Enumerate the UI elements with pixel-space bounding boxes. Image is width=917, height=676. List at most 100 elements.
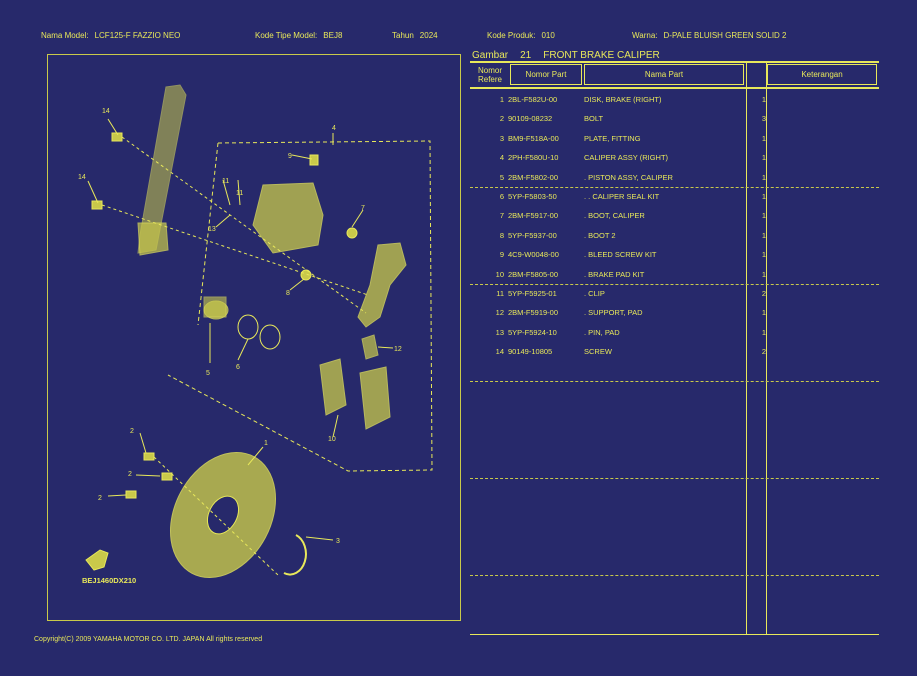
ref-cell: 9 [499, 250, 504, 260]
qty-column-rule-left [746, 63, 747, 635]
part-name-cell: . SUPPORT, PAD [584, 308, 643, 318]
part-name-cell: BOLT [584, 114, 604, 124]
quantity-cell: 1 [761, 211, 766, 221]
table-row[interactable]: 14 90149-10805 SCREW 2 [470, 342, 879, 361]
part-name-cell: CALIPER ASSY (RIGHT) [584, 153, 669, 163]
callout-label: 1 [264, 440, 268, 447]
header-part-no: Nomor Part [525, 70, 567, 79]
callout-label: 2 [98, 495, 102, 502]
callout-label: 11 [236, 190, 243, 197]
part-number-cell: 4C9-W0048-00 [508, 250, 559, 260]
quantity-cell: 1 [761, 172, 766, 182]
callout-label: 3 [336, 538, 340, 545]
diagram-drawing: 14 14 4 9 11 11 13 7 8 5 6 12 10 2 2 2 1… [78, 84, 433, 585]
callout-label: 5 [206, 370, 210, 377]
callout-label: 8 [286, 290, 290, 297]
part-number-cell: 90149-10805 [508, 347, 553, 357]
callout-label: 10 [328, 436, 336, 443]
ref-cell: 1 [499, 95, 504, 104]
part-number-cell: 2BM-F5802-00 [508, 172, 559, 182]
quantity-cell: 1 [761, 308, 766, 318]
quantity-cell: 1 [761, 250, 766, 260]
product-code: Kode Produk:010 [487, 31, 555, 40]
ref-cell: 7 [499, 211, 504, 221]
part-number-cell: 5YP-F5937-00 [508, 230, 557, 240]
model-type-code: Kode Tipe Model:BEJ8 [255, 31, 343, 40]
part-number-cell: 5YP-F5803-50 [508, 192, 557, 201]
callout-label: 11 [222, 178, 229, 185]
part-number-cell: 5YP-F5924-10 [508, 327, 557, 337]
callout-label: 13 [208, 226, 216, 233]
part-name-cell: . BRAKE PAD KIT [584, 269, 645, 279]
table-row[interactable]: 11 5YP-F5925-01 . CLIP 2 [470, 284, 879, 303]
part-name-cell: SCREW [584, 347, 612, 357]
quantity-cell: 1 [761, 153, 766, 163]
quantity-cell: 3 [761, 114, 766, 124]
row-group-divider [470, 187, 879, 188]
parts-table: Nomor Refere Nomor Part Nama Part Ketera… [470, 61, 879, 635]
header-part-name: Nama Part [644, 70, 684, 79]
color-name: Warna:D-PALE BLUISH GREEN SOLID 2 [632, 31, 787, 40]
row-group-divider [470, 575, 879, 576]
table-row[interactable]: 4 2PH-F580U-10 CALIPER ASSY (RIGHT) 1 [470, 148, 879, 167]
callout-label: 6 [236, 364, 240, 371]
part-name-cell: . CLIP [584, 289, 605, 298]
header-note-box [767, 64, 877, 85]
ref-cell: 12 [495, 308, 504, 318]
callout-label: 2 [130, 428, 134, 435]
part-number-cell: 2BM-F5919-00 [508, 308, 559, 318]
part-number-cell: 2BL-F582U-00 [508, 95, 558, 104]
row-group-divider [470, 478, 879, 479]
callout-label: 14 [102, 108, 110, 115]
ref-cell: 3 [499, 133, 504, 143]
header-part-name-box [584, 64, 744, 85]
table-row[interactable]: 7 2BM-F5917-00 . BOOT, CALIPER 1 [470, 206, 879, 225]
part-name-cell: . BOOT, CALIPER [584, 211, 645, 221]
quantity-cell: 2 [761, 289, 766, 298]
row-group-divider [470, 284, 879, 285]
callout-label: 2 [128, 471, 132, 478]
figure-label: Gambar [472, 50, 509, 61]
model-name: Nama Model:LCF125-F FAZZIO NEO [41, 31, 181, 40]
ref-cell: 4 [499, 153, 504, 163]
callout-label: 9 [288, 153, 292, 160]
part-name-cell: . BLEED SCREW KIT [584, 250, 657, 260]
table-row[interactable]: 12 2BM-F5919-00 . SUPPORT, PAD 1 [470, 303, 879, 322]
part-name-cell: PLATE, FITTING [584, 133, 641, 143]
header-qty [747, 64, 765, 85]
diagram-code: BEJ1460DX210 [82, 576, 136, 585]
part-number-cell: 5YP-F5925-01 [508, 289, 557, 298]
callout-labels: 14 14 4 9 11 11 13 7 8 5 6 12 10 2 2 2 1… [78, 108, 402, 585]
callout-label: 7 [361, 205, 365, 212]
header-note: Keterangan [801, 70, 843, 79]
ref-cell: 5 [499, 172, 504, 182]
part-number-cell: 2PH-F580U-10 [508, 153, 559, 163]
quantity-cell: 1 [761, 133, 766, 143]
ref-cell: 11 [496, 289, 504, 298]
ref-cell: 14 [495, 347, 504, 357]
part-name-cell: . BOOT 2 [584, 230, 616, 240]
ref-cell: 10 [495, 269, 504, 279]
quantity-cell: 1 [761, 327, 766, 337]
callout-label: 14 [78, 174, 86, 181]
table-row[interactable]: 9 4C9-W0048-00 . BLEED SCREW KIT 1 [470, 245, 879, 264]
quantity-cell: 1 [761, 95, 766, 104]
qty-column-rule-right [766, 63, 767, 635]
quantity-cell: 2 [761, 347, 766, 357]
part-number-cell: 2BM-F5917-00 [508, 211, 559, 221]
part-number-cell: 2BM-F5805-00 [508, 269, 559, 279]
callout-label: 12 [394, 346, 402, 353]
part-name-cell: . . CALIPER SEAL KIT [584, 192, 660, 201]
callout-label: 4 [332, 125, 336, 132]
copyright-notice: Copyright(C) 2009 YAMAHA MOTOR CO. LTD. … [34, 636, 263, 643]
